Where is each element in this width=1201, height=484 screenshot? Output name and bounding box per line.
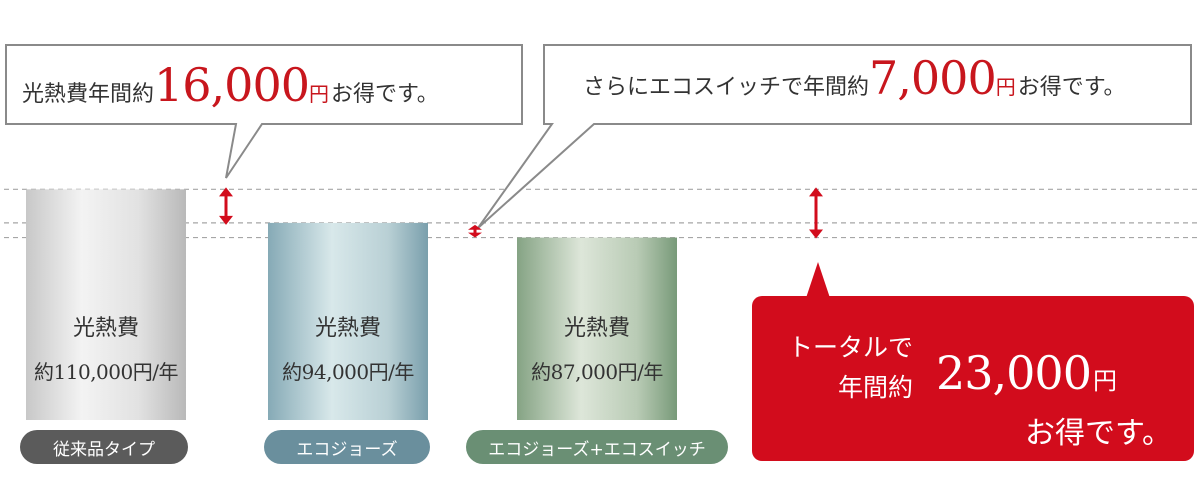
callout-1-prefix: 光熱費年間約	[22, 82, 155, 107]
callout-bubble-2	[477, 44, 1192, 229]
callout-2: さらにエコスイッチで年間約 7,000 円 お得です。	[583, 55, 1126, 101]
bar-label-value: 約87,000円/年	[531, 360, 663, 384]
bar-label-value: 約110,000円/年	[34, 360, 178, 384]
category-label-conventional: 従来品タイプ	[53, 439, 155, 460]
total-line-2: 年間約	[838, 373, 914, 402]
total-savings-box: トータルで 年間約 23,000 円 お得です。	[752, 296, 1194, 461]
callout-2-unit: 円	[995, 75, 1016, 99]
bar-label-conventional: 光熱費 約110,000円/年	[14, 310, 198, 385]
callout-2-amount: 7,000	[869, 51, 997, 105]
bar-eco-jozu	[268, 222, 428, 420]
callout-1-amount: 16,000	[154, 58, 310, 112]
pill-conventional	[20, 430, 188, 464]
bar-label-title: 光熱費	[314, 316, 381, 341]
total-amount: 23,000 円	[936, 346, 1117, 400]
double-arrow-icon	[468, 224, 482, 238]
category-label-eco-jozu-eco-switch: エコジョーズ+エコスイッチ	[488, 439, 706, 460]
bar-conventional	[26, 189, 186, 420]
total-left-text: トータルで 年間約	[788, 328, 913, 408]
pill-eco-jozu	[264, 430, 430, 464]
callout-2-suffix: お得です。	[1017, 75, 1126, 100]
bar-label-eco-jozu: 光熱費 約94,000円/年	[256, 310, 440, 385]
total-pointer	[806, 262, 830, 298]
callout-1: 光熱費年間約 16,000 円 お得です。	[22, 62, 439, 108]
bar-label-title: 光熱費	[72, 316, 139, 341]
total-suffix: お得です。	[1025, 416, 1172, 451]
total-amount-value: 23,000	[936, 346, 1092, 400]
double-arrow-icon	[809, 187, 823, 239]
bar-label-title: 光熱費	[563, 316, 630, 341]
bar-label-eco-jozu-eco-switch: 光熱費 約87,000円/年	[505, 310, 689, 385]
pill-eco-jozu-eco-switch	[466, 430, 728, 464]
total-amount-unit: 円	[1092, 367, 1117, 395]
callout-2-prefix: さらにエコスイッチで年間約	[583, 75, 870, 100]
bar-label-value: 約94,000円/年	[282, 360, 414, 384]
callout-1-suffix: お得です。	[330, 82, 439, 107]
callout-bubble-1	[5, 44, 523, 179]
callout-1-unit: 円	[308, 82, 329, 106]
double-arrow-icon	[219, 187, 233, 225]
bar-eco-jozu-eco-switch	[517, 237, 677, 420]
category-label-eco-jozu: エコジョーズ	[296, 439, 398, 460]
total-line-1: トータルで	[788, 333, 914, 362]
